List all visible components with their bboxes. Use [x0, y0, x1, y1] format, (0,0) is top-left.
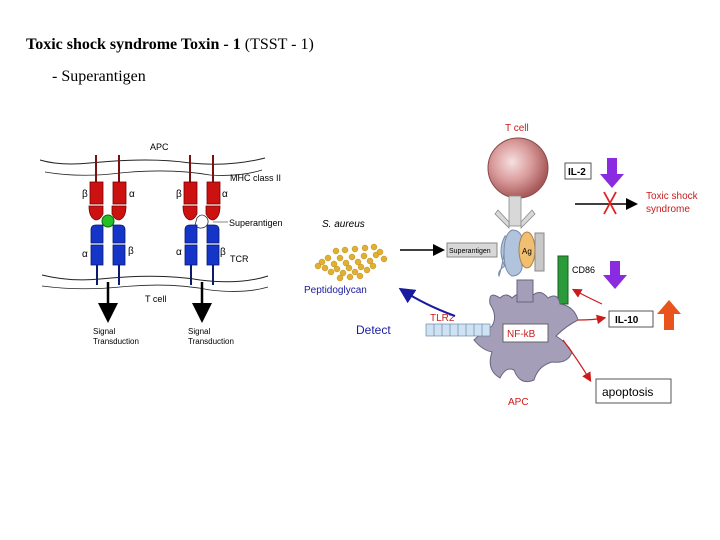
signal-right-line1: Signal [188, 327, 210, 336]
detect-arrow [398, 287, 456, 317]
il10-label: IL-10 [615, 315, 639, 326]
s-aureus-label: S. aureus [322, 219, 365, 230]
il10-box [608, 310, 654, 328]
peptide-icon [101, 214, 115, 228]
tcell-label-left: T cell [145, 294, 166, 304]
apoptosis-box [595, 378, 672, 404]
left-diagram: APC MHC class II Superantigen [39, 142, 283, 346]
right-diagram: T cell IL-2 Toxic shock syndrome S. aure… [304, 123, 699, 408]
cd86-down-arrow-icon [603, 261, 627, 289]
mhc-class-ii-right [182, 181, 221, 221]
toxic-shock-line1: Toxic shock [646, 191, 699, 202]
apc-membrane [39, 157, 266, 165]
tcell-membrane-inner [41, 284, 269, 292]
alpha-label: α [129, 189, 135, 200]
nfkb-box [502, 323, 549, 343]
signal-left-line2: Transduction [93, 337, 139, 346]
il10-up-arrow-icon [657, 300, 681, 330]
page-title: Toxic shock syndrome Toxin - 1 (TSST - 1… [26, 36, 314, 53]
alpha-label: α [222, 189, 228, 200]
beta-label: β [176, 189, 182, 200]
tlr2-receptor-icon [425, 323, 491, 337]
il2-label: IL-2 [568, 167, 586, 178]
toxic-shock-line2: syndrome [646, 204, 690, 215]
beta-label: β [220, 247, 226, 258]
apc-label: APC [150, 142, 169, 152]
il2-box [564, 162, 592, 180]
to-cd86-arrow [571, 288, 603, 305]
tcr-left [90, 224, 126, 266]
apc-to-il10-arrow [577, 314, 607, 325]
tcr-stalks [96, 265, 214, 285]
cd86-bar-icon [557, 255, 569, 305]
beta-label: β [82, 189, 88, 200]
nfkb-label: NF-kB [507, 329, 536, 340]
signal-right-line2: Transduction [188, 337, 234, 346]
signal-left-line1: Signal [93, 327, 115, 336]
superantigen-bar [446, 242, 498, 258]
ag-label: Ag [522, 247, 532, 256]
mhc-stalks [95, 155, 214, 182]
to-apoptosis-arrow [562, 339, 592, 383]
tcell-label-right: T cell [505, 123, 529, 134]
apc-label-right: APC [508, 397, 529, 408]
apc-stalk-icon [516, 279, 534, 303]
alpha-label: α [176, 247, 182, 258]
superantigen-label-right: Superantigen [449, 248, 491, 255]
tcr-receptor-icon [494, 195, 536, 229]
superantigen-shape-icon [194, 214, 209, 229]
mhc-stalk-icon [534, 232, 545, 272]
page-subtitle: - Superantigen [52, 68, 146, 85]
mhc-label: MHC class II [230, 173, 281, 183]
cd86-label: CD86 [572, 265, 595, 275]
tcr-label: TCR [230, 254, 249, 264]
mhc-class-ii-left [88, 181, 127, 221]
beta-label: β [128, 246, 134, 257]
peptidoglycan-label: Peptidoglycan [304, 285, 367, 296]
tlr2-label: TLR2 [430, 313, 455, 324]
tcr-right [184, 224, 220, 266]
superantigen-label-left: Superantigen [229, 218, 283, 228]
il2-down-arrow-icon [600, 158, 624, 188]
detect-label: Detect [356, 323, 391, 337]
s-aureus-cluster-icon [314, 243, 388, 282]
apc-membrane-inner [44, 169, 263, 176]
tcell-icon [487, 137, 549, 199]
alpha-label: α [82, 249, 88, 260]
tcell-membrane [41, 274, 269, 283]
apoptosis-label: apoptosis [602, 385, 653, 399]
